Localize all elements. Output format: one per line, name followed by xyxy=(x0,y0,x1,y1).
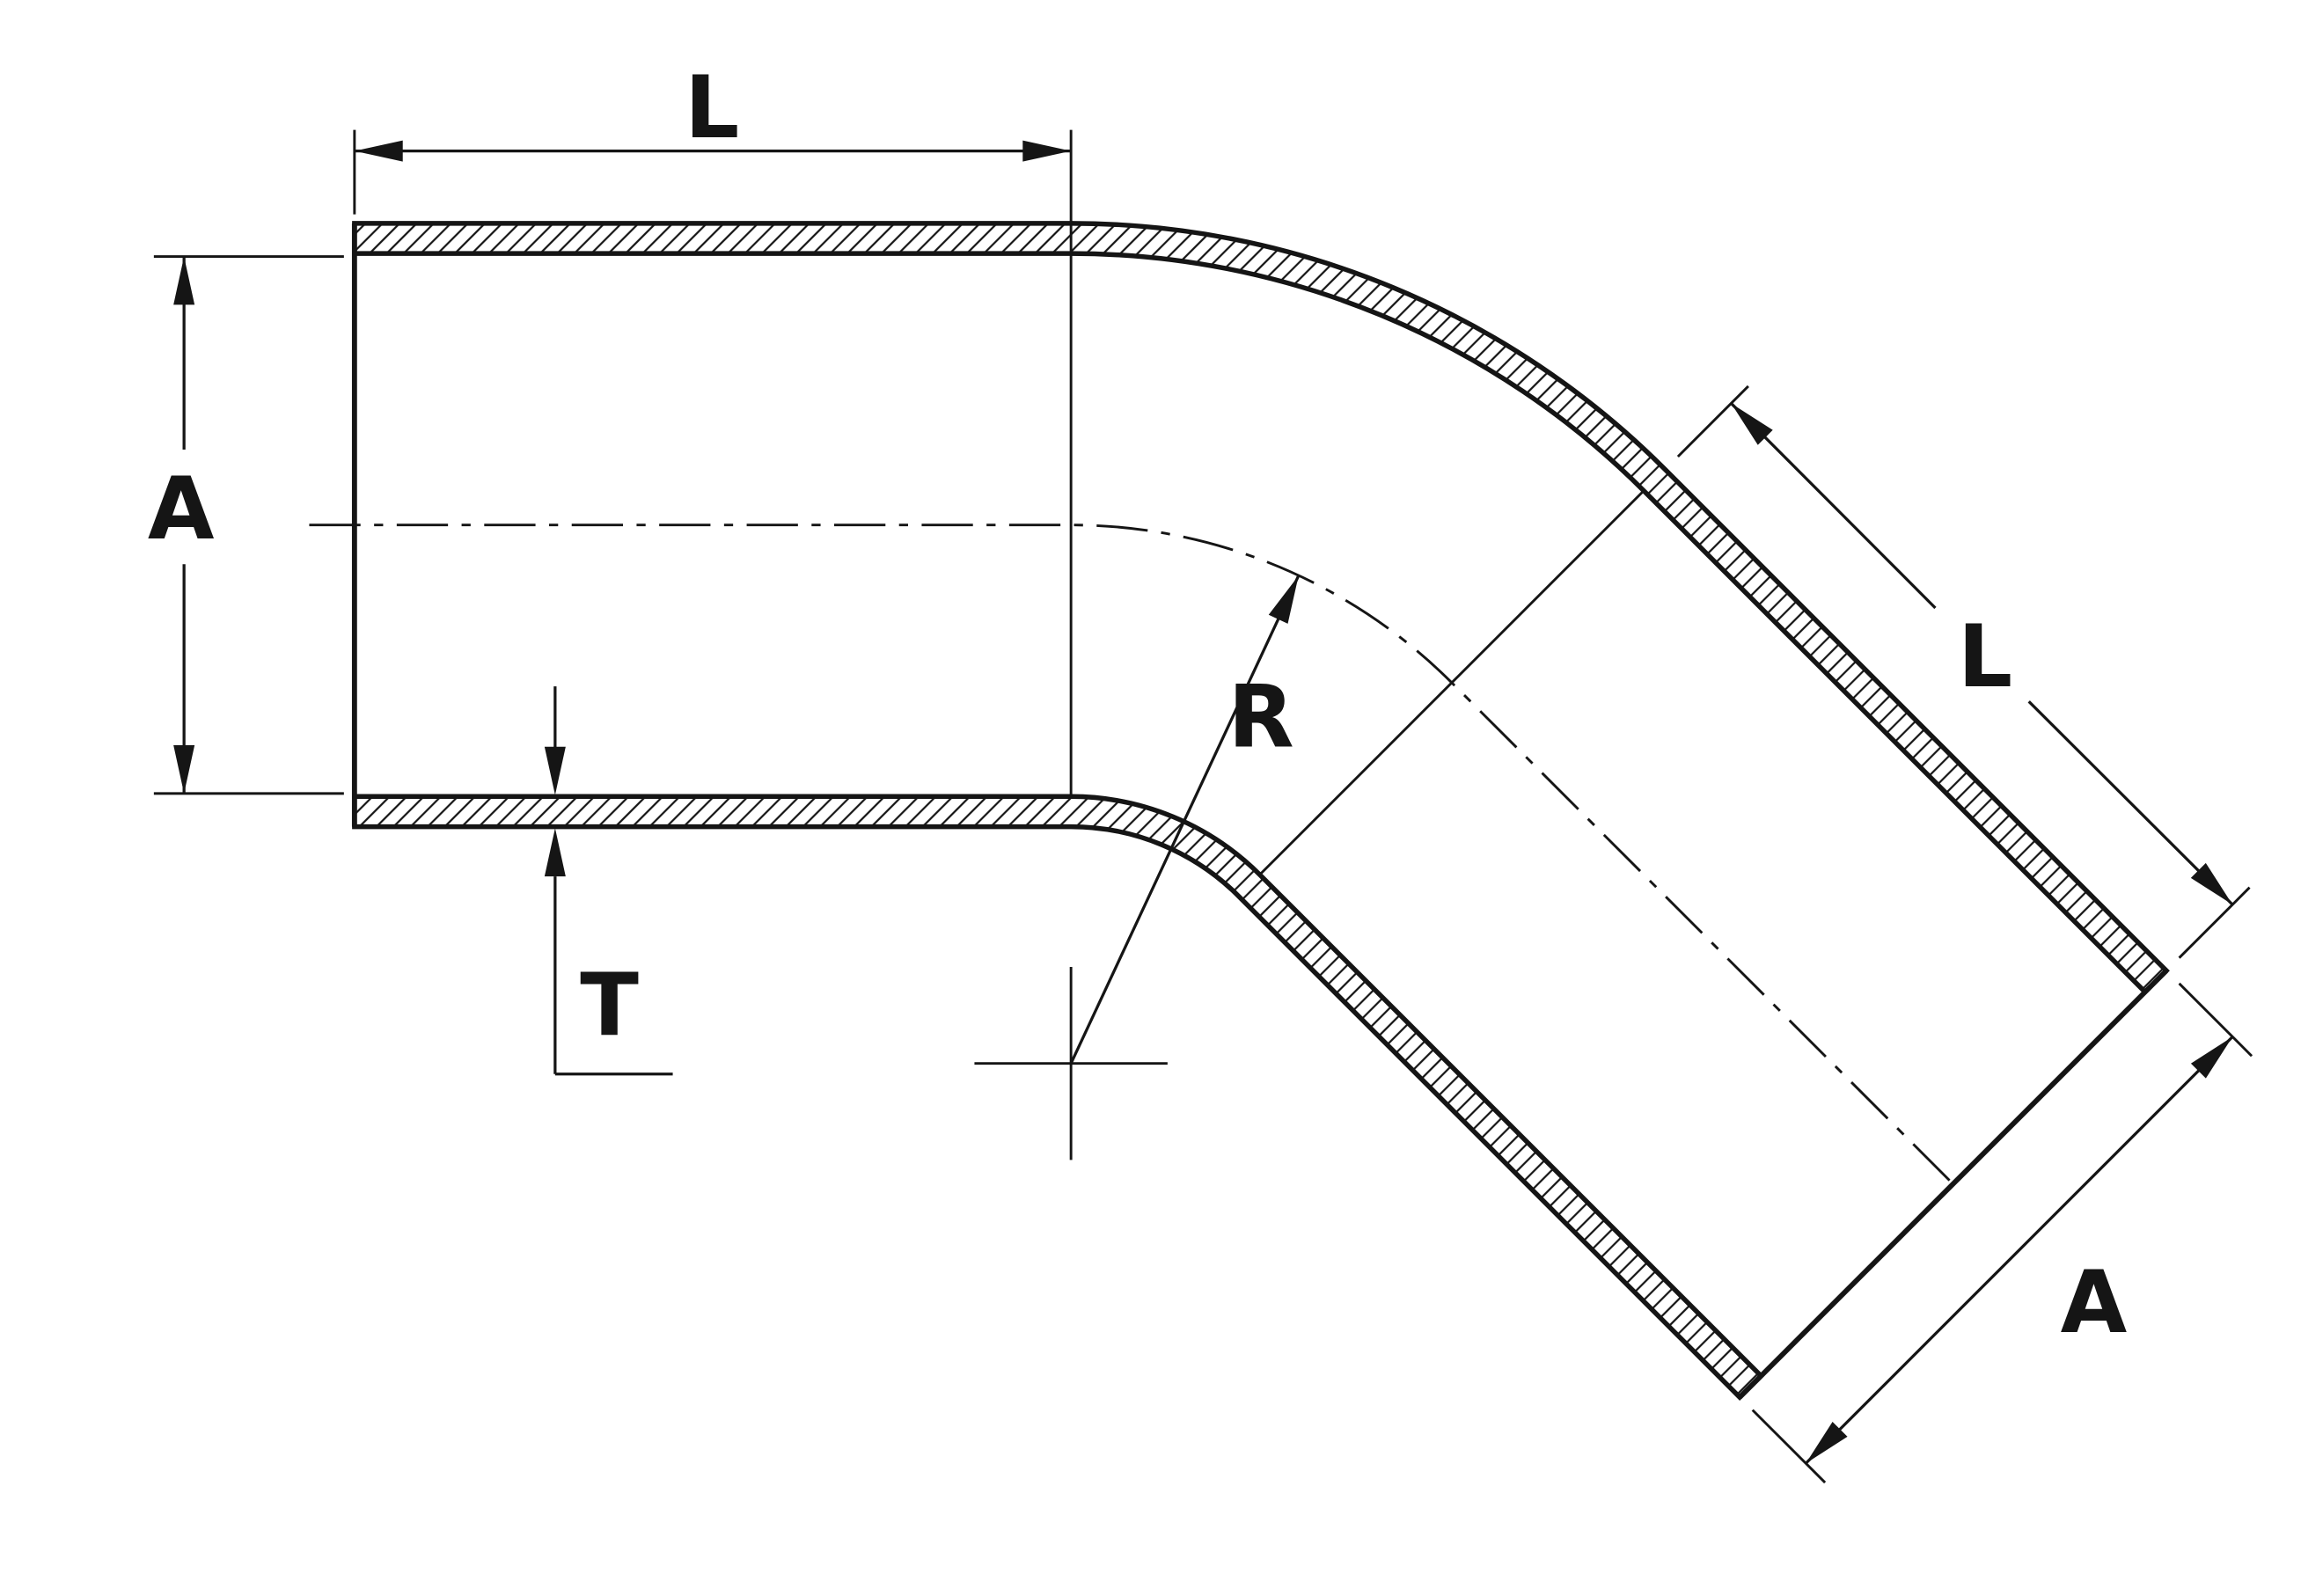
arrowhead-upright xyxy=(2190,1036,2233,1079)
arrowhead-left xyxy=(354,140,403,162)
dim-label-wall-thickness: T xyxy=(580,955,639,1056)
tube-body xyxy=(351,221,2170,1401)
dim-label-bend-radius: R xyxy=(1228,668,1294,768)
arrowhead-radius xyxy=(1268,575,1299,624)
extension-line-start xyxy=(1676,384,1749,458)
arrowhead-upleft xyxy=(1731,403,1773,445)
arrowhead-downright xyxy=(2190,862,2233,905)
centerline xyxy=(309,523,1954,1185)
dim-label-diameter-left: A xyxy=(148,459,215,560)
arrowhead-down xyxy=(173,745,195,794)
dim-label-length-top: L xyxy=(685,58,739,158)
tube-right-end-face xyxy=(1738,969,2169,1400)
arrowhead-right xyxy=(1022,140,1072,162)
arrowhead-downleft xyxy=(1806,1421,1848,1464)
dim-label-length-angled: L xyxy=(1958,607,2012,707)
dimension-length-top: L xyxy=(353,58,1073,797)
radius-leader-line xyxy=(1069,575,1301,1065)
extension-line-top xyxy=(2178,982,2253,1058)
dimension-diameter-left: A xyxy=(148,255,344,795)
extension-line-end xyxy=(2178,886,2251,959)
extension-line-bottom xyxy=(1751,1409,1827,1484)
tube-bottom-wall-hatched xyxy=(352,794,1765,1401)
dim-label-diameter-angled: A xyxy=(2061,1253,2128,1353)
dimension-diameter-angled: A xyxy=(1751,982,2253,1484)
dimension-line xyxy=(1805,1036,2234,1465)
arrowhead-up xyxy=(544,828,566,877)
arrowhead-up xyxy=(173,256,195,305)
dimension-bend-radius: R xyxy=(974,575,1301,1160)
dimension-wall-thickness: T xyxy=(544,686,673,1076)
dimension-length-angled: L xyxy=(1676,384,2251,959)
arrowhead-down xyxy=(544,746,566,795)
